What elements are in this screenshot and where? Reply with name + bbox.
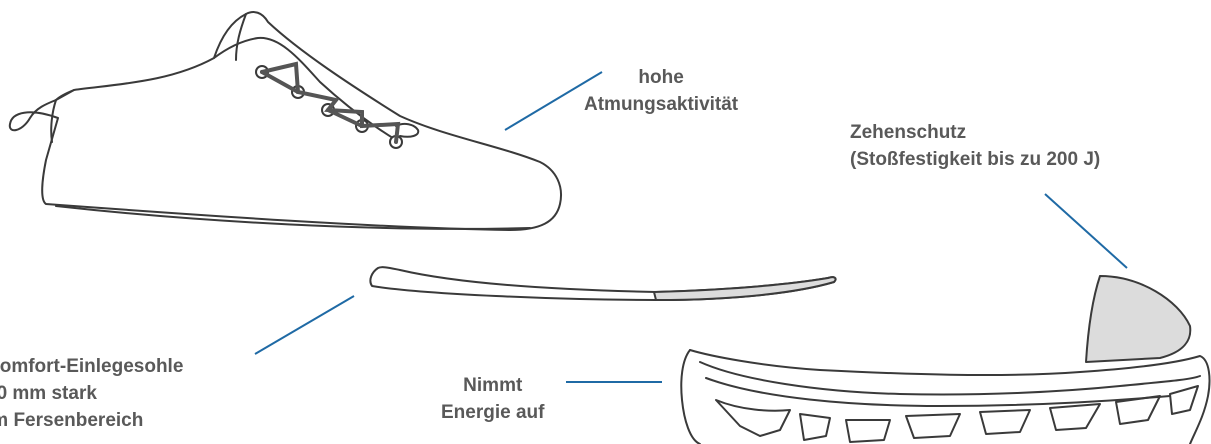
toe-cap-line-2: (Stoßfestigkeit bis zu 200 J) <box>850 146 1100 173</box>
toe-cap-line-1: Zehenschutz <box>850 119 1100 146</box>
insole-line-1: Komfort-Einlegesohle <box>0 353 183 380</box>
label-breathability: hohe Atmungsaktivität <box>584 64 738 118</box>
sole <box>681 350 1209 444</box>
label-insole: Komfort-Einlegesohle 10 mm stark im Fers… <box>0 353 183 434</box>
breathability-line-1: hohe <box>584 64 738 91</box>
toe-cap <box>1086 276 1190 362</box>
pointer-toe-cap <box>1045 194 1127 268</box>
insole <box>370 267 835 300</box>
shoe-upper <box>10 12 561 230</box>
energy-line-1: Nimmt <box>441 372 544 399</box>
pointer-insole <box>255 296 354 354</box>
insole-line-2: 10 mm stark <box>0 380 183 407</box>
insole-line-3: im Fersenbereich <box>0 407 183 434</box>
label-toe-cap: Zehenschutz (Stoßfestigkeit bis zu 200 J… <box>850 119 1100 173</box>
label-energy: Nimmt Energie auf <box>441 372 544 426</box>
breathability-line-2: Atmungsaktivität <box>584 91 738 118</box>
energy-line-2: Energie auf <box>441 399 544 426</box>
